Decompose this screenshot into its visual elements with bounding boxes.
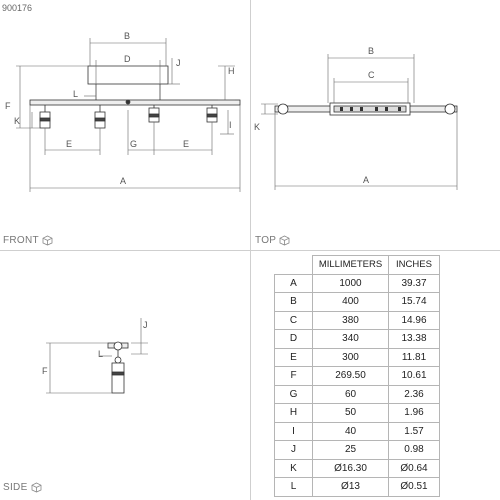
front-dim-k: K: [14, 116, 20, 126]
row-in: 39.37: [388, 273, 440, 293]
header-inches: INCHES: [388, 255, 440, 275]
front-dim-a: A: [120, 176, 126, 186]
row-mm: Ø16.30: [312, 458, 389, 478]
spot-1: [39, 105, 51, 129]
row-mm: 380: [312, 310, 389, 330]
front-dim-f: F: [5, 101, 11, 111]
row-in: 1.57: [388, 421, 440, 441]
front-label-text: FRONT: [3, 235, 39, 246]
row-key: L: [274, 477, 313, 497]
front-dim-e-right: E: [183, 139, 189, 149]
row-in: 2.36: [388, 384, 440, 404]
side-dim-f: F: [42, 366, 48, 376]
top-view-drawing: B C K A: [254, 46, 458, 190]
top-label-text: TOP: [255, 235, 277, 246]
cube-icon: [279, 235, 290, 246]
row-key: D: [274, 329, 313, 349]
front-dim-e-left: E: [66, 139, 72, 149]
front-dim-d: D: [124, 54, 131, 64]
row-key: E: [274, 347, 313, 367]
front-view-drawing: B D J H L F K I E G E A: [5, 31, 241, 192]
row-in: Ø0.64: [388, 458, 440, 478]
row-in: Ø0.51: [388, 477, 440, 497]
front-view-label: FRONT: [3, 235, 53, 246]
table-header-row: MILLIMETERS INCHES: [274, 255, 440, 275]
row-key: I: [274, 421, 313, 441]
top-view-label: TOP: [255, 235, 290, 246]
row-in: 13.38: [388, 329, 440, 349]
row-mm: 50: [312, 403, 389, 423]
header-key: [274, 255, 313, 275]
row-in: 14.96: [388, 310, 440, 330]
row-mm: 60: [312, 384, 389, 404]
front-dim-g: G: [130, 139, 137, 149]
row-mm: Ø13: [312, 477, 389, 497]
row-key: G: [274, 384, 313, 404]
row-key: C: [274, 310, 313, 330]
row-in: 11.81: [388, 347, 440, 367]
row-key: A: [274, 273, 313, 293]
spot-3: [148, 105, 160, 123]
row-key: H: [274, 403, 313, 423]
row-key: B: [274, 292, 313, 312]
row-mm: 300: [312, 347, 389, 367]
header-millimeters: MILLIMETERS: [312, 255, 389, 275]
top-dim-c: C: [368, 70, 375, 80]
product-code: 900176: [2, 3, 33, 13]
row-mm: 40: [312, 421, 389, 441]
side-view-label: SIDE: [3, 482, 42, 493]
front-dim-i: I: [229, 120, 232, 130]
front-dim-b: B: [124, 31, 130, 41]
row-in: 1.96: [388, 403, 440, 423]
cube-icon: [42, 235, 53, 246]
row-mm: 1000: [312, 273, 389, 293]
row-key: J: [274, 440, 313, 460]
row-in: 10.61: [388, 366, 440, 386]
row-in: 0.98: [388, 440, 440, 460]
cube-icon: [31, 482, 42, 493]
spot-4: [206, 105, 218, 123]
spot-2: [94, 105, 106, 129]
front-dim-l: L: [73, 89, 78, 99]
side-view-drawing: J L F: [42, 318, 148, 394]
top-dim-a: A: [363, 175, 369, 185]
row-key: F: [274, 366, 313, 386]
side-dim-l: L: [98, 349, 103, 359]
row-mm: 340: [312, 329, 389, 349]
side-dim-j: J: [143, 320, 148, 330]
top-dim-b: B: [368, 46, 374, 56]
front-dim-h: H: [228, 66, 235, 76]
row-key: K: [274, 458, 313, 478]
top-dim-k: K: [254, 122, 260, 132]
row-in: 15.74: [388, 292, 440, 312]
horizontal-divider: [0, 250, 500, 251]
front-dim-j: J: [176, 58, 181, 68]
row-mm: 25: [312, 440, 389, 460]
row-mm: 400: [312, 292, 389, 312]
row-mm: 269.50: [312, 366, 389, 386]
side-label-text: SIDE: [3, 482, 28, 493]
